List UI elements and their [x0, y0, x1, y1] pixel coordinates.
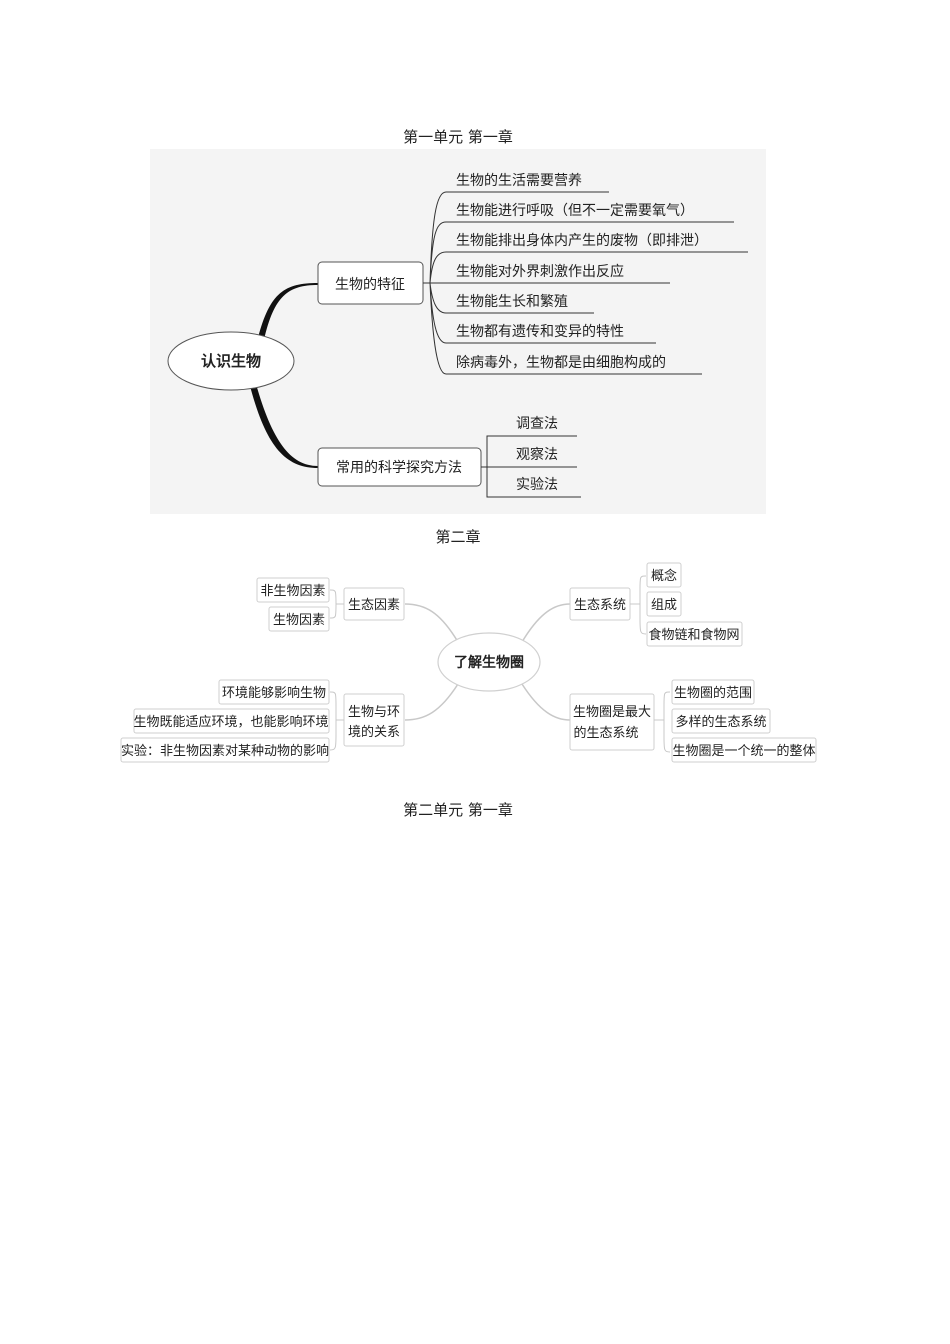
biosphere-leaf-diverse[interactable]: 多样的生态系统: [671, 708, 771, 734]
leaf-box: [671, 679, 755, 705]
ecosystem-leaf-foodchain[interactable]: 食物链和食物网: [646, 621, 743, 647]
feature-text: 生物能生长和繁殖: [456, 293, 568, 310]
feature-text: 生物能进行呼吸（但不一定需要氧气）: [456, 203, 694, 219]
biosphere-leaf-whole[interactable]: 生物圈是一个统一的整体: [671, 737, 817, 763]
biosphere-root-label: 了解生物圈: [454, 654, 524, 671]
root-node[interactable]: [167, 331, 295, 391]
root-to-features-connector: [258, 283, 318, 340]
leaf-text: 组成: [651, 598, 677, 613]
features-bracket: [423, 191, 447, 375]
largest-ecosystem-label-line2: 的生态系统: [573, 725, 638, 741]
ecosystem-leaf-composition[interactable]: 组成: [646, 591, 682, 617]
leaf-box: [646, 562, 682, 588]
leaf-text: 多样的生态系统: [675, 714, 766, 730]
method-leaf-3[interactable]: 实验法: [495, 477, 581, 498]
factor-leaf-abiotic[interactable]: 非生物因素: [256, 577, 330, 603]
root-to-ecosystem-connector: [521, 603, 571, 643]
largest-ecosystem-label-line1: 生物圈是最大: [573, 705, 651, 720]
relation-leaf-1[interactable]: 环境能够影响生物: [218, 679, 330, 705]
biosphere-root-node[interactable]: [437, 632, 541, 692]
leaf-text: 生物圈是一个统一的整体: [672, 743, 815, 759]
root-to-biosphere-connector: [521, 683, 571, 721]
method-text: 实验法: [516, 477, 558, 493]
relation-leaf-2[interactable]: 生物既能适应环境，也能影响环境: [133, 708, 330, 734]
method-text: 调查法: [516, 416, 558, 432]
methods-bracket: [481, 435, 495, 498]
root-to-factors-connector: [404, 603, 459, 643]
feature-leaf-1[interactable]: 生物的生活需要营养: [446, 173, 609, 193]
leaf-text: 食物链和食物网: [648, 627, 739, 643]
leaf-box: [133, 708, 330, 734]
factors-bracket: [329, 589, 344, 619]
ecosystem-bracket: [630, 575, 647, 635]
organism-environment-label-line2: 境的关系: [348, 724, 400, 740]
heading-unit1-chapter1: 第一单元 第一章: [403, 128, 513, 146]
leaf-text: 生物因素: [273, 613, 325, 628]
relation-bracket: [329, 691, 344, 751]
leaf-box: [671, 737, 817, 763]
leaf-box: [218, 679, 330, 705]
organism-environment-label-line1: 生物与环: [348, 705, 400, 720]
factor-leaf-biotic[interactable]: 生物因素: [268, 606, 330, 632]
largest-ecosystem-node[interactable]: [569, 693, 655, 751]
ecosystem-leaf-concept[interactable]: 概念: [646, 562, 682, 588]
root-node-label: 认识生物: [201, 352, 261, 370]
methods-node-label: 常用的科学探究方法: [336, 460, 462, 476]
method-leaf-2[interactable]: 观察法: [495, 446, 577, 468]
leaf-text: 实验：非生物因素对某种动物的影响: [121, 743, 329, 759]
feature-leaf-5[interactable]: 生物能生长和繁殖: [446, 293, 594, 314]
leaf-box: [646, 621, 743, 647]
heading-chapter2: 第二章: [435, 528, 481, 546]
feature-leaf-3[interactable]: 生物能排出身体内产生的废物（即排泄）: [446, 233, 748, 253]
leaf-text: 概念: [651, 568, 677, 584]
feature-text: 除病毒外，生物都是由细胞构成的: [456, 355, 666, 371]
feature-text: 生物都有遗传和变异的特性: [456, 324, 624, 340]
leaf-text: 环境能够影响生物: [222, 685, 326, 701]
feature-leaf-4[interactable]: 生物能对外界刺激作出反应: [446, 263, 670, 284]
leaf-box: [268, 606, 330, 632]
relation-leaf-3[interactable]: 实验：非生物因素对某种动物的影响: [120, 737, 330, 763]
ecosystem-label: 生态系统: [574, 598, 626, 613]
root-to-relation-connector: [404, 683, 459, 721]
feature-leaf-7[interactable]: 除病毒外，生物都是由细胞构成的: [446, 355, 702, 375]
leaf-text: 生物圈的范围: [674, 685, 752, 701]
feature-text: 生物能排出身体内产生的废物（即排泄）: [456, 233, 708, 249]
leaf-box: [256, 577, 330, 603]
biosphere-leaf-scope[interactable]: 生物圈的范围: [671, 679, 755, 705]
heading-unit2-chapter1: 第二单元 第一章: [403, 801, 513, 819]
leaf-text: 生物既能适应环境，也能影响环境: [133, 714, 328, 730]
ecological-factors-label: 生态因素: [348, 598, 400, 613]
leaf-box: [646, 591, 682, 617]
feature-leaf-6[interactable]: 生物都有遗传和变异的特性: [446, 324, 656, 344]
method-text: 观察法: [516, 446, 558, 463]
biosphere-bracket: [654, 691, 671, 753]
method-leaf-1[interactable]: 调查法: [495, 416, 577, 437]
features-node-label: 生物的特征: [335, 277, 405, 293]
leaf-box: [671, 708, 771, 734]
root-to-methods-connector: [250, 384, 318, 468]
feature-text: 生物的生活需要营养: [456, 173, 582, 189]
feature-text: 生物能对外界刺激作出反应: [456, 263, 624, 280]
leaf-text: 非生物因素: [260, 584, 325, 599]
feature-leaf-2[interactable]: 生物能进行呼吸（但不一定需要氧气）: [446, 203, 734, 223]
leaf-box: [120, 737, 330, 763]
